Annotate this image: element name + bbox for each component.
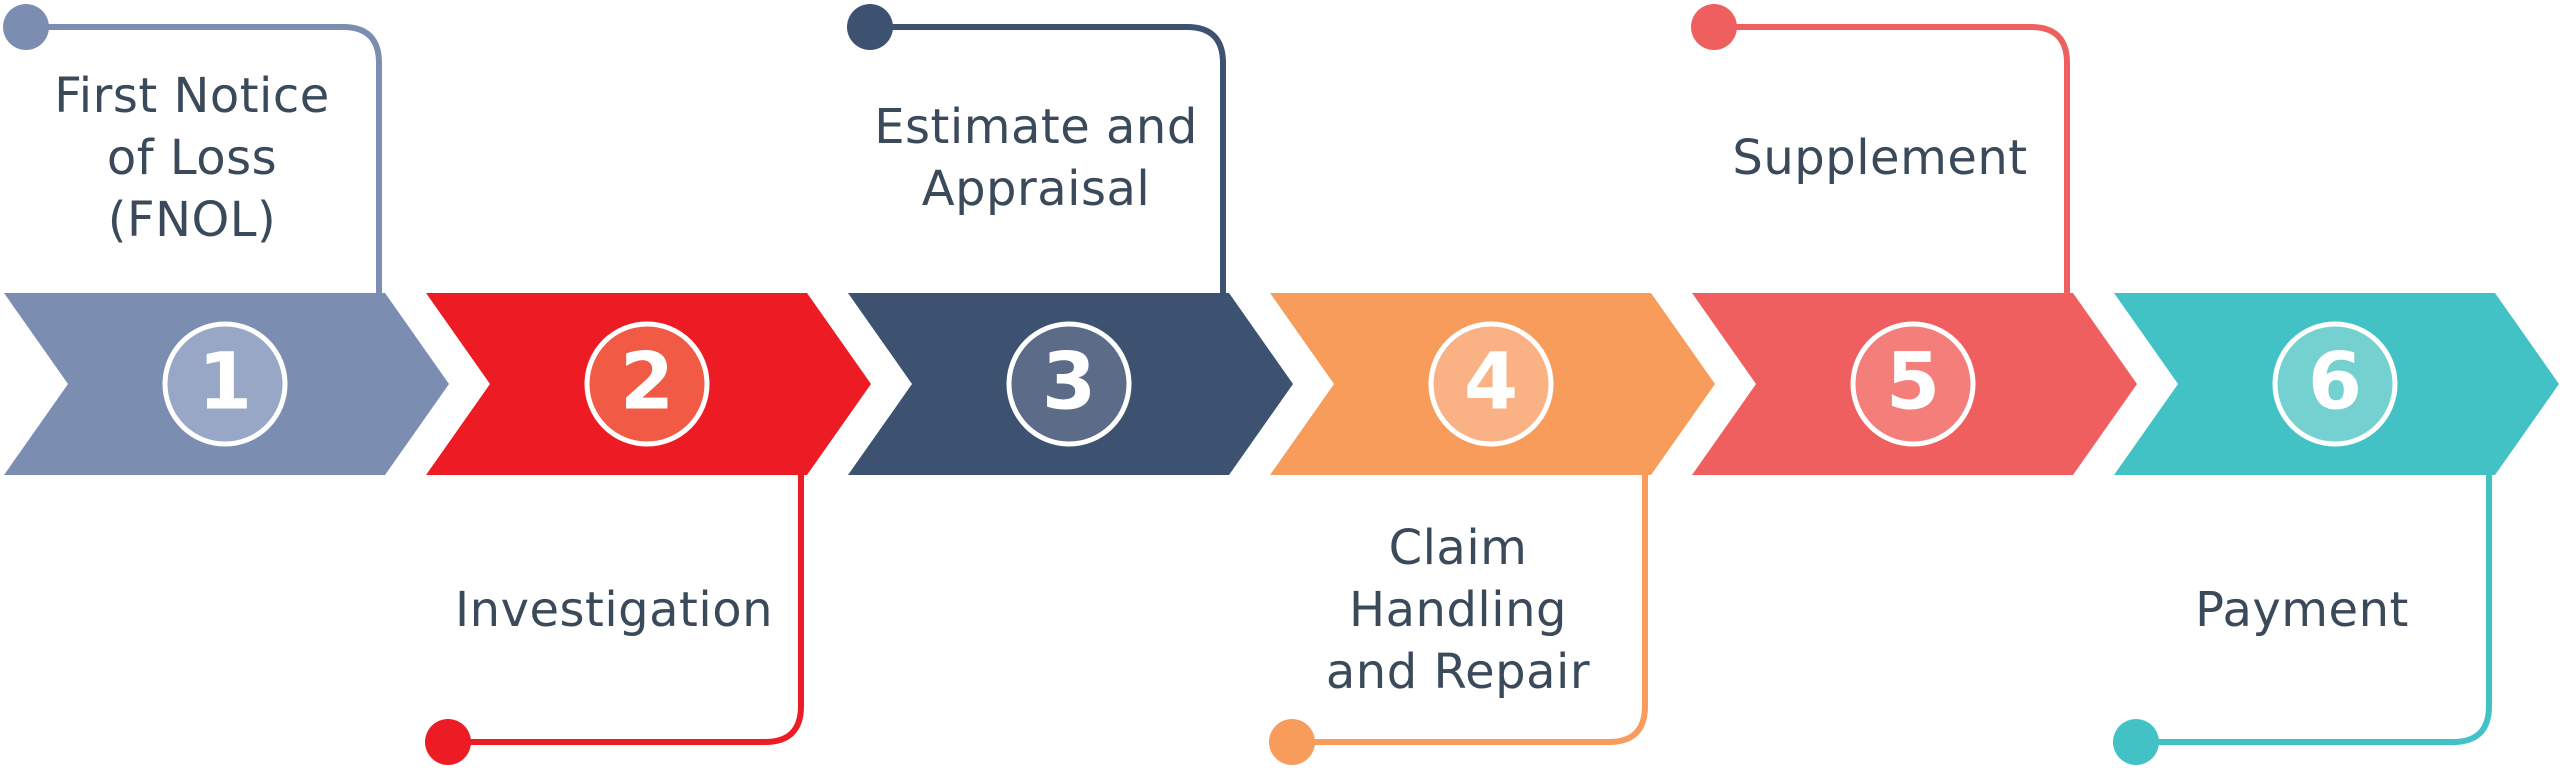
step-5-number: 5 bbox=[1886, 337, 1940, 427]
step-3-label-line: Estimate and bbox=[874, 99, 1198, 155]
step-1-connector-line bbox=[23, 24, 382, 298]
step-4-label-line: and Repair bbox=[1325, 644, 1591, 700]
step-2-connector-dot bbox=[425, 719, 471, 765]
step-5-connector-line bbox=[1711, 24, 2070, 298]
step-2-label: Investigation bbox=[434, 579, 794, 641]
step-2-number: 2 bbox=[620, 337, 674, 427]
step-1-connector-dot bbox=[3, 4, 49, 50]
step-1-label: First Notice of Loss (FNOL) bbox=[12, 65, 372, 251]
step-5-label-line: Supplement bbox=[1732, 130, 2028, 186]
step-2-connector-line bbox=[445, 470, 804, 745]
step-2: 2 bbox=[425, 293, 871, 765]
step-2-number-badge bbox=[584, 321, 710, 447]
step-4-connector-dot bbox=[1269, 719, 1315, 765]
step-3-number-badge bbox=[1006, 321, 1132, 447]
step-1-number: 1 bbox=[198, 337, 252, 427]
step-4-label-line: Claim bbox=[1388, 520, 1528, 576]
step-6-label-line: Payment bbox=[2195, 582, 2409, 638]
step-6-connector-line bbox=[2133, 470, 2492, 745]
step-5: 5 bbox=[1691, 4, 2137, 475]
step-2-label-line: Investigation bbox=[454, 582, 773, 638]
step-4-label-line: Handling bbox=[1349, 582, 1567, 638]
step-1-label-line: (FNOL) bbox=[107, 192, 277, 248]
step-6: 6 bbox=[2113, 293, 2559, 765]
step-6-number: 6 bbox=[2308, 337, 2362, 427]
step-3-connector-dot bbox=[847, 4, 893, 50]
step-5-number-badge bbox=[1850, 321, 1976, 447]
step-3: 3 bbox=[847, 4, 1293, 475]
step-6-label: Payment bbox=[2122, 579, 2482, 641]
step-6-connector-dot bbox=[2113, 719, 2159, 765]
step-1-label-line: of Loss bbox=[106, 130, 278, 186]
step-3-label-line: Appraisal bbox=[921, 161, 1151, 217]
step-1: 1 bbox=[3, 4, 449, 475]
step-4: 4 bbox=[1269, 293, 1715, 765]
step-5-label: Supplement bbox=[1700, 127, 2060, 189]
step-6-number-badge bbox=[2272, 321, 2398, 447]
step-5-connector-dot bbox=[1691, 4, 1737, 50]
step-4-connector-line bbox=[1289, 470, 1648, 745]
step-4-number: 4 bbox=[1464, 337, 1518, 427]
step-1-label-line: First Notice bbox=[54, 68, 330, 124]
step-4-number-badge bbox=[1428, 321, 1554, 447]
step-3-connector-line bbox=[867, 24, 1226, 298]
step-1-number-badge bbox=[162, 321, 288, 447]
step-3-number: 3 bbox=[1042, 337, 1096, 427]
